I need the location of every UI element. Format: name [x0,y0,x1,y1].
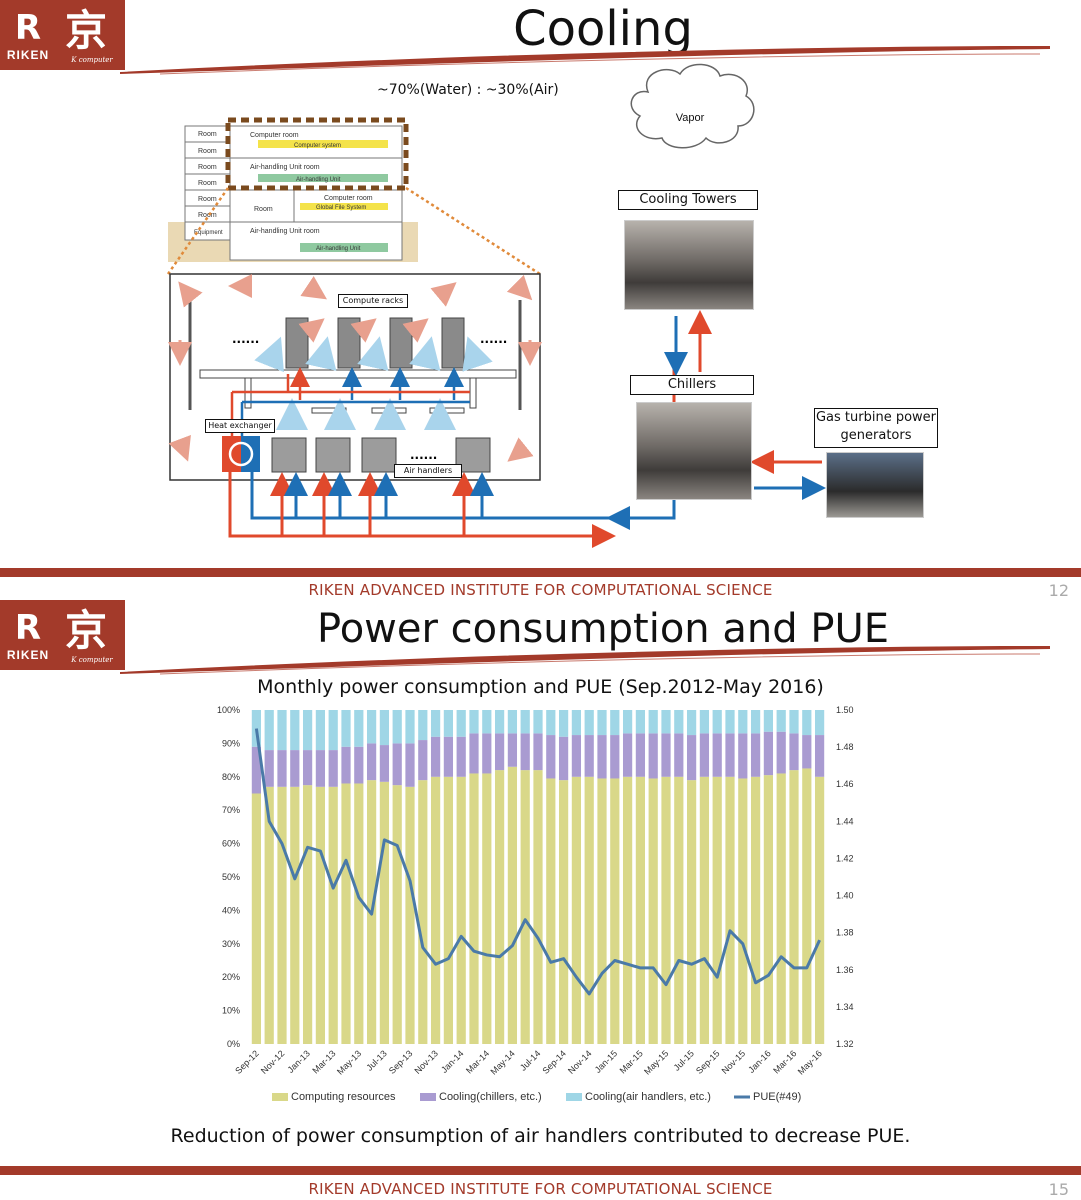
vapor-label: Vapor [675,112,705,124]
footer-bar [0,1166,1081,1175]
air-handlers-ellipsis: ...... [410,448,438,462]
slide-cooling: R RIKEN 京 K computer Cooling ~70%(Water)… [0,0,1081,600]
riken-mark-icon: R [14,608,42,648]
kyo-kanji: 京 [64,606,107,655]
riken-k-logo: R RIKEN 京 K computer [0,600,125,670]
air-handlers-label: Air handlers [394,464,462,478]
gas-turbine-label: Gas turbine power generators [814,408,938,448]
chillers-label: Chillers [630,375,754,395]
air-handler-group [271,437,491,473]
cooling-diagram: Room Room Room Room Room Room Equipment … [166,63,826,548]
heat-exchanger-label: Heat exchanger [205,419,275,433]
title-swoosh [120,646,1050,675]
footer-bar [0,568,1081,577]
page-number: 15 [1048,1180,1069,1199]
footer-institute: RIKEN ADVANCED INSTITUTE FOR COMPUTATION… [308,581,773,599]
slide-title: Cooling [513,1,693,57]
riken-mark-icon: R [14,8,42,48]
building-room-label: Room [198,180,217,187]
building-equipment-label: Equipment [194,230,223,236]
zoom-line [405,186,541,276]
building-room-label: Room [198,164,217,171]
chillers-photo [636,402,752,500]
building-ahu-room2-label: Air-handling Unit room [250,228,320,235]
gas-turbine-label-line1: Gas turbine power [815,410,937,425]
racks-ellipsis-left: ...... [232,332,260,346]
building-room-label: Room [254,206,273,213]
compute-racks-label: Compute racks [338,294,408,308]
racks-ellipsis-right: ...... [480,332,508,346]
building-ahu2-label: Air-handling Unit [316,246,361,252]
building-ahu-room-label: Air-handling Unit room [250,164,320,171]
building-room-label: Room [198,196,217,203]
page-number: 12 [1048,581,1069,600]
cooling-towers-photo [624,220,754,310]
footer-institute: RIKEN ADVANCED INSTITUTE FOR COMPUTATION… [308,1180,773,1198]
kyo-kanji: 京 [64,6,107,55]
chart-title: Monthly power consumption and PUE (Sep.2… [257,676,824,698]
gas-turbine-label-line2: generators [840,428,912,443]
building-room-label: Room [198,212,217,219]
cooling-towers-label: Cooling Towers [618,190,758,210]
riken-k-logo: R RIKEN 京 K computer [0,0,125,70]
building-room-label: Room [198,131,217,138]
building-gfs-label: Global File System [316,205,366,211]
slide-title: Power consumption and PUE [317,606,889,652]
building-section: Room Room Room Room Room Room Equipment … [168,117,418,262]
gas-turbine-photo [826,452,924,518]
building-computer-system-label: Computer system [294,143,341,149]
k-computer-caption: K computer [71,56,113,64]
building-computer-room-label: Computer room [250,132,299,139]
vapor-cloud-icon [630,63,755,149]
conclusion-text: Reduction of power consumption of air ha… [170,1125,911,1147]
riken-wordmark: RIKEN [6,648,50,662]
building-room-label: Room [198,148,217,155]
title-swoosh [120,46,1050,75]
riken-wordmark: RIKEN [6,48,50,62]
building-ahu-label: Air-handling Unit [296,177,341,183]
k-computer-caption: K computer [71,656,113,664]
water-air-ratio: ~70%(Water) : ~30%(Air) [377,82,559,98]
building-computer-room2-label: Computer room [324,195,373,202]
